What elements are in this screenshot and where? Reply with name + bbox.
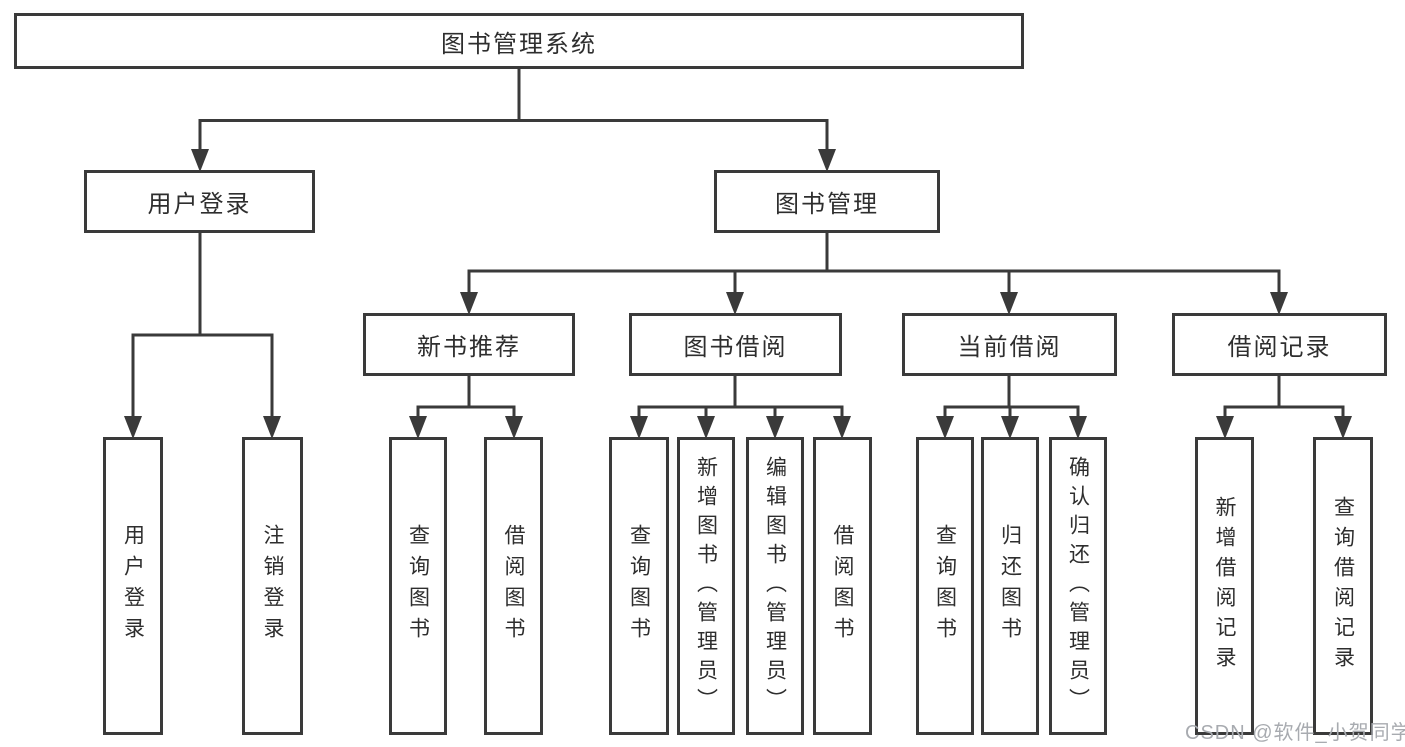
leaf-add-books-admin: 新增图书（管理员） bbox=[677, 437, 735, 735]
leaf-add-borrow-record: 新增借阅记录 bbox=[1195, 437, 1254, 735]
node-new-book-recommend: 新书推荐 bbox=[363, 313, 575, 376]
node-root-library-management-system: 图书管理系统 bbox=[14, 13, 1024, 69]
node-book-management: 图书管理 bbox=[714, 170, 940, 233]
watermark: CSDN @软件_小贺同学 bbox=[1185, 722, 1405, 744]
leaf-query-books-current: 查询图书 bbox=[916, 437, 974, 735]
leaf-borrow-books-recommend: 借阅图书 bbox=[484, 437, 543, 735]
arrowheads bbox=[124, 149, 1352, 439]
leaf-query-borrow-record: 查询借阅记录 bbox=[1313, 437, 1373, 735]
leaf-confirm-return-admin: 确认归还（管理员） bbox=[1049, 437, 1107, 735]
node-borrow-records: 借阅记录 bbox=[1172, 313, 1387, 376]
node-current-borrow: 当前借阅 bbox=[902, 313, 1117, 376]
node-book-borrow: 图书借阅 bbox=[629, 313, 842, 376]
leaf-user-login: 用户登录 bbox=[103, 437, 163, 735]
leaf-query-books-recommend: 查询图书 bbox=[389, 437, 447, 735]
node-user-login: 用户登录 bbox=[84, 170, 315, 233]
leaf-query-books-borrow: 查询图书 bbox=[609, 437, 669, 735]
leaf-borrow-books: 借阅图书 bbox=[813, 437, 872, 735]
leaf-return-books: 归还图书 bbox=[981, 437, 1039, 735]
leaf-logout: 注销登录 bbox=[242, 437, 303, 735]
leaf-edit-books-admin: 编辑图书（管理员） bbox=[746, 437, 804, 735]
